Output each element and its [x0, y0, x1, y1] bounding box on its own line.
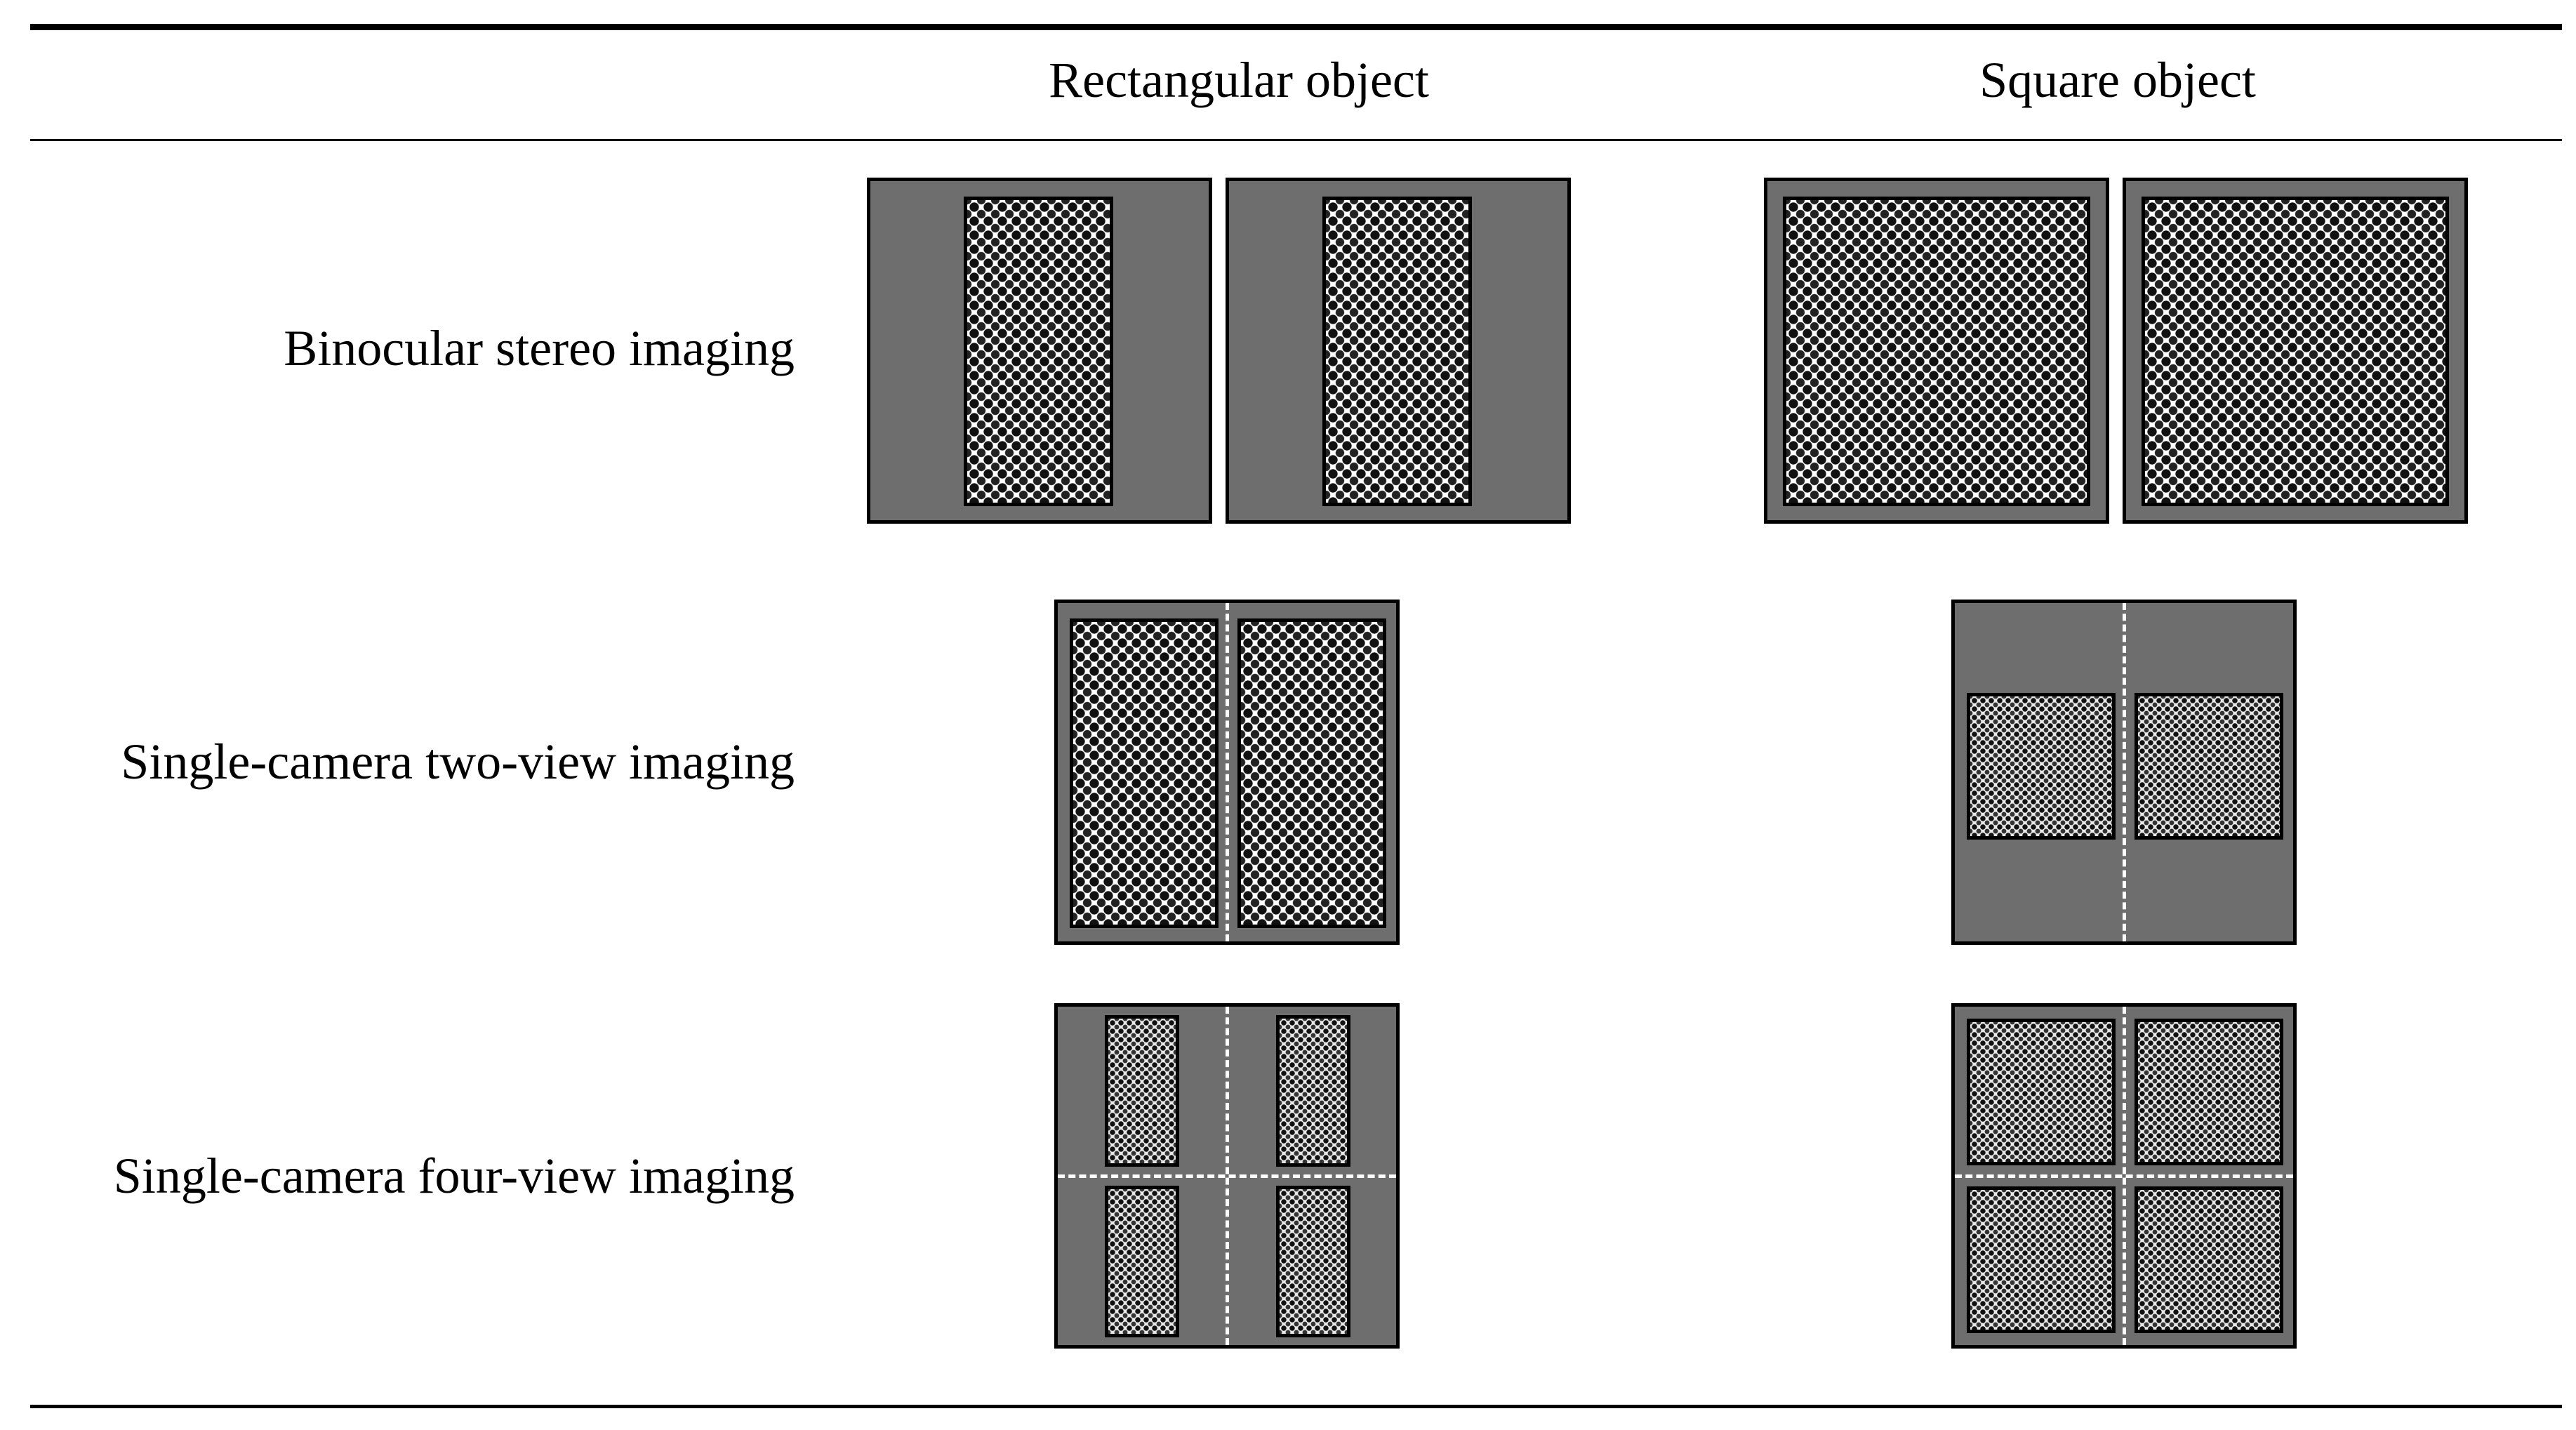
speckle-pattern [964, 197, 1113, 506]
table-bottom-rule [30, 1405, 2562, 1408]
two-view-square-image [1951, 600, 2297, 945]
speckle-view-bottom-right [1276, 1186, 1350, 1337]
table-header-rule [30, 139, 2562, 141]
table-top-rule [30, 24, 2562, 30]
right-camera-image [2123, 178, 2468, 524]
view-divider [1226, 603, 1229, 941]
column-header-rectangular: Rectangular object [1049, 52, 1429, 108]
row-label-binocular: Binocular stereo imaging [284, 320, 795, 376]
speckle-view-left [1967, 693, 2116, 840]
speckle-view-top-left [1105, 1015, 1179, 1167]
right-camera-image [1226, 178, 1571, 524]
speckle-pattern [2142, 197, 2449, 506]
left-camera-image [1764, 178, 2109, 524]
speckle-view-right [1237, 618, 1386, 928]
row-label-four-view: Single-camera four-view imaging [113, 1148, 795, 1204]
view-divider [2123, 603, 2126, 941]
four-view-rectangular-image [1054, 1003, 1400, 1349]
view-divider-horizontal [1058, 1174, 1396, 1178]
view-divider-horizontal [1955, 1174, 2293, 1178]
speckle-view-bottom-left [1967, 1186, 2116, 1333]
speckle-view-top-right [1276, 1015, 1350, 1167]
speckle-view-top-left [1967, 1019, 2116, 1165]
speckle-pattern [1783, 197, 2090, 506]
row-label-two-view: Single-camera two-view imaging [121, 734, 795, 790]
speckle-view-right [2135, 693, 2283, 840]
speckle-view-top-right [2135, 1019, 2283, 1165]
speckle-view-bottom-left [1105, 1186, 1179, 1337]
four-view-square-image [1951, 1003, 2297, 1349]
speckle-view-left [1070, 618, 1219, 928]
speckle-pattern [1322, 197, 1472, 506]
left-camera-image [867, 178, 1212, 524]
speckle-view-bottom-right [2135, 1186, 2283, 1333]
two-view-rectangular-image [1054, 600, 1400, 945]
column-header-square: Square object [1979, 52, 2256, 108]
